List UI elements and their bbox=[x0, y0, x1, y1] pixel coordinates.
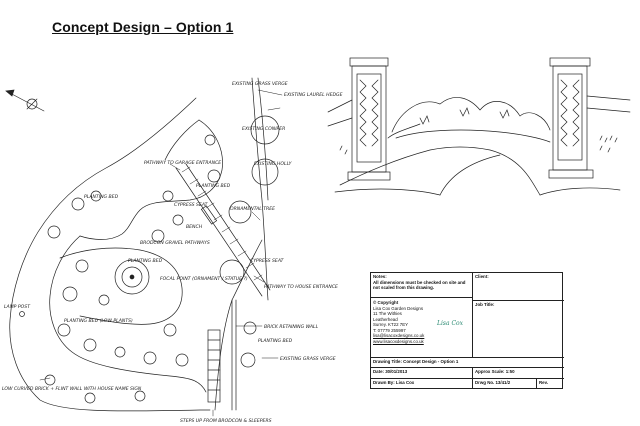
label-planting-bed-low: PLANTING BED (LOW PLANTS) bbox=[64, 318, 133, 324]
label-steps: STEPS UP FROM BRODCON & SLEEPERS bbox=[180, 418, 272, 424]
label-brodcon-gravel: BRODCON GRAVEL PATHWAYS bbox=[140, 240, 210, 246]
drawing-title: Drawing Title: Concept Design - Option 1 bbox=[373, 359, 459, 364]
label-brick-retaining-wall: BRICK RETAINING WALL bbox=[264, 324, 319, 330]
garden-boundary bbox=[9, 97, 211, 412]
label-planting-bed-3: PLANTING BED bbox=[128, 258, 163, 264]
label-planting-bed-1: PLANTING BED bbox=[196, 183, 231, 189]
label-cypress-seat-1: CYPRESS SEAT bbox=[174, 202, 209, 208]
copyright: © Copyright bbox=[373, 300, 399, 305]
lamp-post bbox=[19, 311, 25, 317]
phone: T: 07779 255997 bbox=[373, 327, 406, 333]
title-block: Notes: All dimensions must be checked on… bbox=[370, 272, 564, 389]
laurel-hedge bbox=[251, 77, 269, 301]
label-ornamental-tree: ORNAMENTAL TREE bbox=[230, 206, 275, 212]
perspective-sketch bbox=[327, 57, 631, 196]
north-arrow-icon bbox=[5, 89, 45, 112]
company-logo: Lisa Cox bbox=[437, 320, 464, 327]
bench bbox=[200, 205, 218, 225]
company-name: Lisa Cox Garden Designs bbox=[373, 305, 424, 311]
retaining-wall bbox=[231, 299, 237, 411]
label-planting-bed-4: PLANTING BED bbox=[258, 338, 293, 344]
drawn-by: Drawn By: Lisa Cox bbox=[373, 380, 415, 385]
label-existing-holly: EXISTING HOLLY bbox=[254, 161, 293, 167]
date: Date: 30/01/2013 bbox=[373, 369, 408, 374]
address-line-2: Leatherhead bbox=[373, 316, 398, 322]
client-label: Client: bbox=[475, 274, 489, 279]
planting-bed-west bbox=[49, 235, 207, 393]
annotation-leaders bbox=[39, 89, 283, 417]
drawing-number: Drwg No. 13/41/2 bbox=[475, 380, 511, 385]
address-line-3: Surrey. KT22 7EY bbox=[373, 322, 409, 327]
planting-bed-north bbox=[79, 119, 223, 240]
label-lamp-post: LAMP POST bbox=[4, 304, 31, 310]
label-pathway-to-house: PATHWAY TO HOUSE ENTRANCE bbox=[264, 284, 338, 290]
tree-symbols bbox=[44, 115, 280, 404]
job-title-label: Job Title: bbox=[475, 302, 495, 307]
focal-point-circle bbox=[114, 259, 150, 295]
address-line-1: 11 The Withies bbox=[373, 311, 402, 316]
label-existing-grass-verge-bottom: EXISTING GRASS VERGE bbox=[280, 356, 336, 362]
label-pathway-to-garage: PATHWAY TO GARAGE ENTRANCE bbox=[144, 160, 221, 166]
notes-label: Notes: bbox=[373, 274, 387, 279]
email-link[interactable]: lisa@lisacoxdesigns.co.uk bbox=[373, 333, 425, 338]
label-planting-bed-2: PLANTING BED bbox=[84, 194, 119, 200]
page-title: Concept Design – Option 1 bbox=[52, 19, 234, 35]
label-existing-grass-verge-top: EXISTING GRASS VERGE bbox=[232, 81, 288, 87]
label-existing-laurel-hedge: EXISTING LAUREL HEDGE bbox=[284, 92, 343, 98]
notes-text: All dimensions must be checked on site a… bbox=[373, 279, 466, 291]
label-bench: BENCH bbox=[186, 224, 203, 230]
label-cypress-seat-2: CYPRESS SEAT bbox=[250, 258, 285, 264]
gravel-pathway bbox=[175, 163, 271, 297]
website-link[interactable]: www.lisacoxdesigns.co.uk bbox=[373, 338, 424, 344]
label-low-curved-wall: LOW CURVED BRICK + FLINT WALL WITH HOUSE… bbox=[2, 386, 142, 392]
steps bbox=[207, 329, 221, 403]
revision: Rev. bbox=[539, 380, 548, 385]
label-existing-conifer: EXISTING CONIFER bbox=[242, 126, 285, 132]
scale: Approx Scale: 1:50 bbox=[475, 369, 515, 374]
label-focal-point: FOCAL POINT (ORNAMENT / STATUE ?) bbox=[160, 276, 248, 282]
